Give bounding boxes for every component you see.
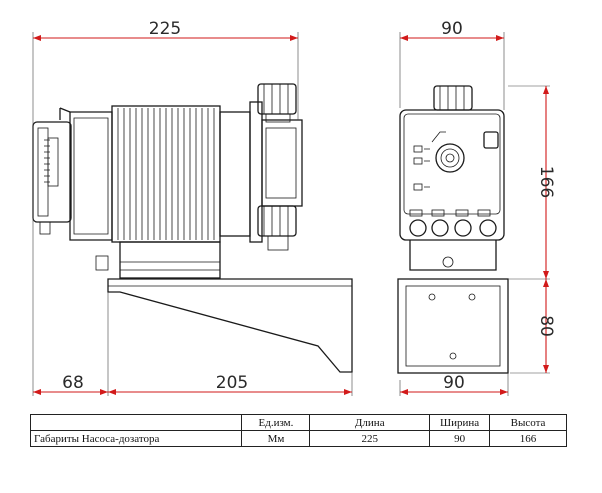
dim-bracket-length: 205 [216,373,248,393]
dim-bracket-height: 80 [536,315,556,337]
front-view [397,85,509,374]
table-cell: Габариты Насоса-дозатора [29,430,243,447]
table-header-row: Ед.изм. Длина Ширина Высота [29,414,567,431]
dimensions: 225 90 166 80 68 205 90 [32,19,556,396]
table-header-cell: Длина [309,414,431,431]
side-view [32,83,353,373]
dim-bracket-width: 90 [443,373,465,393]
dim-side-length: 225 [149,19,181,39]
table-cell: 90 [429,430,491,447]
table-cell: Мм [241,430,311,447]
pump-dimension-drawing: 225 90 166 80 68 205 90 [32,19,556,396]
table-header-cell: Ширина [429,414,491,431]
table-row: Габариты Насоса-дозатора Мм 225 90 166 [29,430,567,447]
table-cell: 225 [309,430,431,447]
table-header-cell: Ед.изм. [241,414,311,431]
dim-front-height: 166 [536,166,556,198]
table-cell: 166 [489,430,567,447]
dim-bracket-offset: 68 [62,373,84,393]
table-header-cell: Высота [489,414,567,431]
dim-front-width: 90 [441,19,463,39]
table-header-cell [29,414,243,431]
dimensions-table: Ед.изм. Длина Ширина Высота Габариты Нас… [29,414,567,447]
